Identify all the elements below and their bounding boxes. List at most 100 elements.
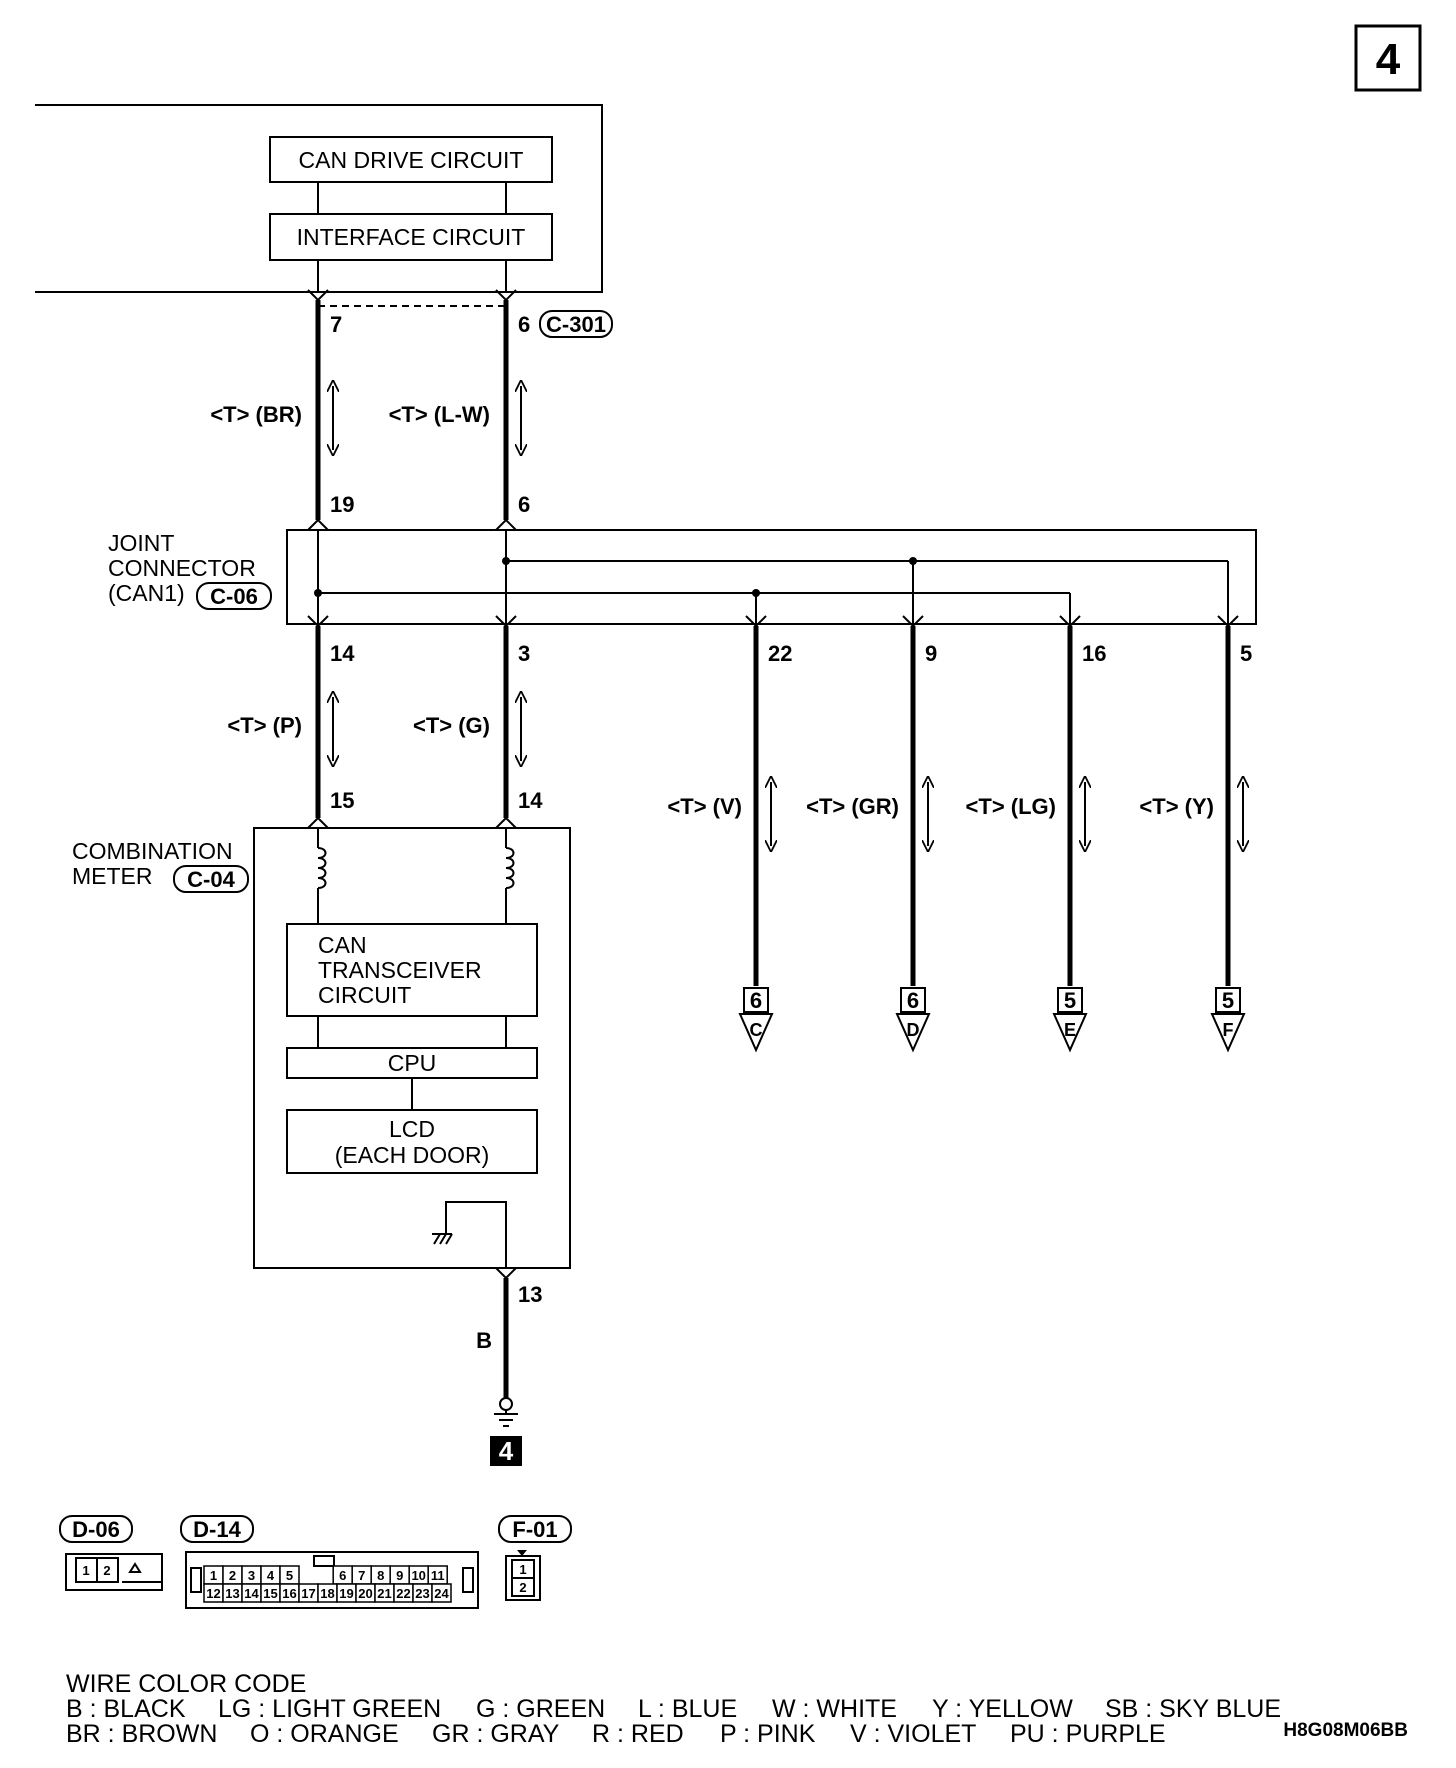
branch-label-lg: <T> (LG) (966, 794, 1056, 819)
branch-label-y: <T> (Y) (1139, 794, 1214, 819)
svg-text:2: 2 (519, 1580, 526, 1595)
svg-text:F: F (1223, 1020, 1234, 1040)
legend-g: G : GREEN (476, 1695, 605, 1723)
ground-point-marker (490, 1436, 522, 1466)
transceiver-box (286, 923, 538, 1017)
connector-c06-id: C-06 (210, 584, 258, 609)
coil-right (505, 847, 515, 889)
svg-text:TRANSCEIVER: TRANSCEIVER (318, 957, 482, 983)
svg-text:C: C (750, 1020, 763, 1040)
offpage-ref-d: 6 D (895, 987, 931, 1053)
svg-text:6: 6 (750, 988, 762, 1013)
can-drive-circuit-label: CAN DRIVE CIRCUIT (299, 147, 524, 173)
connector-f01-id: F-01 (512, 1517, 557, 1542)
d14-pin-3: 3 (248, 1568, 255, 1583)
meter-label-1: COMBINATION (72, 838, 233, 864)
pin-joint-out-1: 14 (330, 641, 355, 666)
wire-label-g: <T> (G) (413, 713, 490, 738)
connector-d14-id: D-14 (193, 1517, 241, 1542)
combination-meter: COMBINATION METER C-04 CAN TRANSCEIVER C… (72, 827, 571, 1269)
d14-pin-15: 15 (263, 1586, 277, 1601)
legend-w: W : WHITE (772, 1695, 897, 1723)
branch-label-v: <T> (V) (667, 794, 742, 819)
svg-text:2: 2 (103, 1563, 110, 1578)
d14-pin-6: 6 (339, 1568, 346, 1583)
svg-text:CPU: CPU (388, 1050, 437, 1076)
pin-joint-in-right: 6 (518, 492, 530, 517)
joint-connector-label-2: CONNECTOR (108, 555, 256, 581)
svg-text:D: D (907, 1020, 920, 1040)
connector-c301-id: C-301 (546, 312, 606, 337)
svg-text:1: 1 (519, 1562, 526, 1577)
d14-pin-1: 1 (210, 1568, 217, 1583)
svg-text:E: E (1064, 1020, 1076, 1040)
d14-pin-19: 19 (339, 1586, 353, 1601)
meter-label-2: METER (72, 863, 153, 889)
legend-r: R : RED (592, 1720, 684, 1748)
coil-left (317, 847, 327, 889)
connector-d06: D-06 1 2 (59, 1515, 163, 1591)
d14-pin-14: 14 (244, 1586, 259, 1601)
svg-text:CAN: CAN (318, 932, 367, 958)
connector-c301: 7 6 C-301 (307, 289, 613, 338)
branch-wires: <T> (V) <T> (GR) <T> (LG) <T> (Y) (667, 626, 1243, 986)
d14-pin-10: 10 (411, 1568, 425, 1583)
d14-pin-17: 17 (301, 1586, 315, 1601)
page-number-box: 4 (1354, 24, 1422, 92)
can-drive-circuit-box (269, 136, 553, 183)
joint-connector-label-1: JOINT (108, 530, 174, 556)
d14-pin-23: 23 (415, 1586, 429, 1601)
d14-pin-21: 21 (377, 1586, 391, 1601)
pin-joint-out-2: 3 (518, 641, 530, 666)
d14-pin-20: 20 (358, 1586, 372, 1601)
d14-pin-16: 16 (282, 1586, 296, 1601)
branch-label-gr: <T> (GR) (806, 794, 899, 819)
legend-br: BR : BROWN (66, 1720, 217, 1748)
pin-joint-out-4: 9 (925, 641, 937, 666)
lcd-box (286, 1109, 538, 1174)
d14-pin-7: 7 (358, 1568, 365, 1583)
pin-meter-right: 14 (518, 788, 543, 813)
d14-pin-18: 18 (320, 1586, 334, 1601)
svg-text:LCD: LCD (389, 1116, 435, 1142)
joint-output-pins: 14 3 22 9 16 5 (330, 641, 1252, 666)
interface-circuit-label: INTERFACE CIRCUIT (297, 224, 526, 250)
wire-label-b: B (476, 1328, 492, 1353)
ground-wire: 13 B 4 (476, 1267, 542, 1466)
connector-c04-id: C-04 (187, 867, 235, 892)
d14-pin-24: 24 (434, 1586, 449, 1601)
pin-joint-out-3: 22 (768, 641, 792, 666)
ground-point-id: 4 (499, 1436, 514, 1466)
d14-pin-13: 13 (225, 1586, 239, 1601)
d14-pin-9: 9 (396, 1568, 403, 1583)
legend-title: WIRE COLOR CODE (66, 1670, 306, 1698)
offpage-ref-e: 5 E (1052, 987, 1088, 1053)
pin-c301-right: 6 (518, 312, 530, 337)
pin-meter-left: 15 (330, 788, 354, 813)
svg-text:CIRCUIT: CIRCUIT (318, 982, 411, 1008)
connector-d06-id: D-06 (72, 1517, 120, 1542)
legend-p: P : PINK (720, 1720, 816, 1748)
d14-pin-12: 12 (206, 1586, 220, 1601)
svg-text:5: 5 (1222, 988, 1234, 1013)
legend-b: B : BLACK (66, 1695, 186, 1723)
legend-lg: LG : LIGHT GREEN (218, 1695, 441, 1723)
legend-sb: SB : SKY BLUE (1105, 1695, 1281, 1723)
wire-color-legend: WIRE COLOR CODE B : BLACK LG : LIGHT GRE… (66, 1670, 1408, 1748)
d14-pin-4: 4 (267, 1568, 275, 1583)
svg-text:(EACH DOOR): (EACH DOOR) (335, 1142, 490, 1168)
legend-pu: PU : PURPLE (1010, 1720, 1166, 1748)
d14-pin-8: 8 (377, 1568, 384, 1583)
legend-v: V : VIOLET (850, 1720, 976, 1748)
pin-ground: 13 (518, 1282, 542, 1307)
pin-joint-out-6: 5 (1240, 641, 1252, 666)
d14-pin-5: 5 (286, 1568, 293, 1583)
upper-wires: <T> (BR) <T> (L-W) 19 6 (210, 300, 530, 531)
pin-c301-left: 7 (330, 312, 342, 337)
offpage-ref-c: 6 C (738, 987, 774, 1053)
drawing-code: H8G08M06BB (1283, 1720, 1408, 1741)
lower-wires: <T> (P) <T> (G) 15 14 (227, 626, 543, 829)
